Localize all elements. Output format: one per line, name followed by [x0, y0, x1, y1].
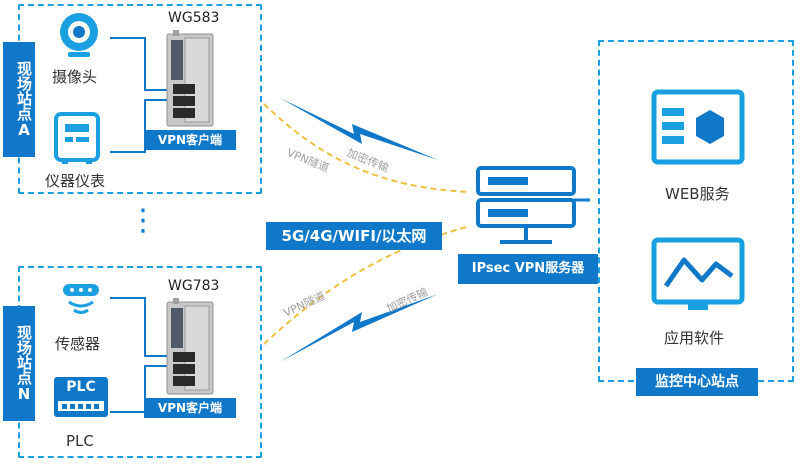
- site-n-label: 现场站点N: [3, 306, 35, 421]
- router-wg583-icon: [166, 30, 214, 127]
- site-n-connectors: [110, 297, 168, 413]
- meter-icon: [54, 112, 100, 164]
- site-n-device-model: WG783: [168, 278, 220, 294]
- application-software-label: 应用软件: [664, 329, 725, 347]
- monitoring-center-badge: 监控中心站点: [636, 368, 758, 396]
- more-sites-ellipsis: ⋮: [128, 203, 158, 238]
- site-a-label: 现场站点A: [3, 42, 35, 157]
- meter-label: 仪器仪表: [45, 172, 106, 190]
- sensor-icon: [63, 284, 99, 314]
- web-service-icon: [651, 89, 745, 165]
- vpn-tunnel-lines: [263, 103, 471, 345]
- router-wg783-icon: [166, 298, 214, 395]
- plc-icon: PLC: [54, 377, 108, 417]
- vpn-server-badge: IPsec VPN服务器: [458, 254, 598, 284]
- network-type-badge: 5G/4G/WIFI/以太网: [266, 222, 442, 250]
- sensor-label: 传感器: [55, 335, 101, 353]
- application-software-icon: [651, 237, 745, 310]
- plc-icon-text: PLC: [66, 379, 96, 395]
- camera-label: 摄像头: [52, 68, 98, 86]
- site-a-connectors: [110, 37, 168, 153]
- site-n-vpn-client-badge: VPN客户端: [144, 398, 236, 418]
- wireless-bolts: [280, 98, 438, 362]
- camera-icon: [60, 13, 98, 57]
- site-a-device-model: WG583: [168, 10, 220, 26]
- vpn-server-icon: [476, 166, 590, 244]
- plc-label: PLC: [66, 432, 94, 450]
- site-a-vpn-client-badge: VPN客户端: [144, 130, 236, 150]
- web-service-label: WEB服务: [665, 185, 730, 203]
